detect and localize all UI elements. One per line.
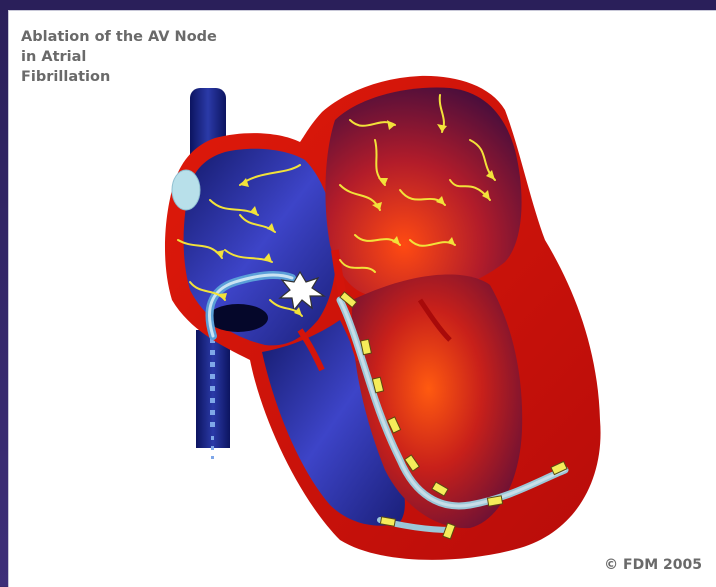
title-line-2: in Atrial [21,47,281,67]
title-line-1: Ablation of the AV Node [21,27,281,47]
title-line-3: Fibrillation [21,67,281,87]
coronary-sinus-opening [208,304,268,332]
copyright-label: © FDM 2005 [604,557,702,573]
diagram-title: Ablation of the AV Node in Atrial Fibril… [21,27,281,87]
left-atrium [325,88,521,298]
sinus-node [172,170,200,210]
